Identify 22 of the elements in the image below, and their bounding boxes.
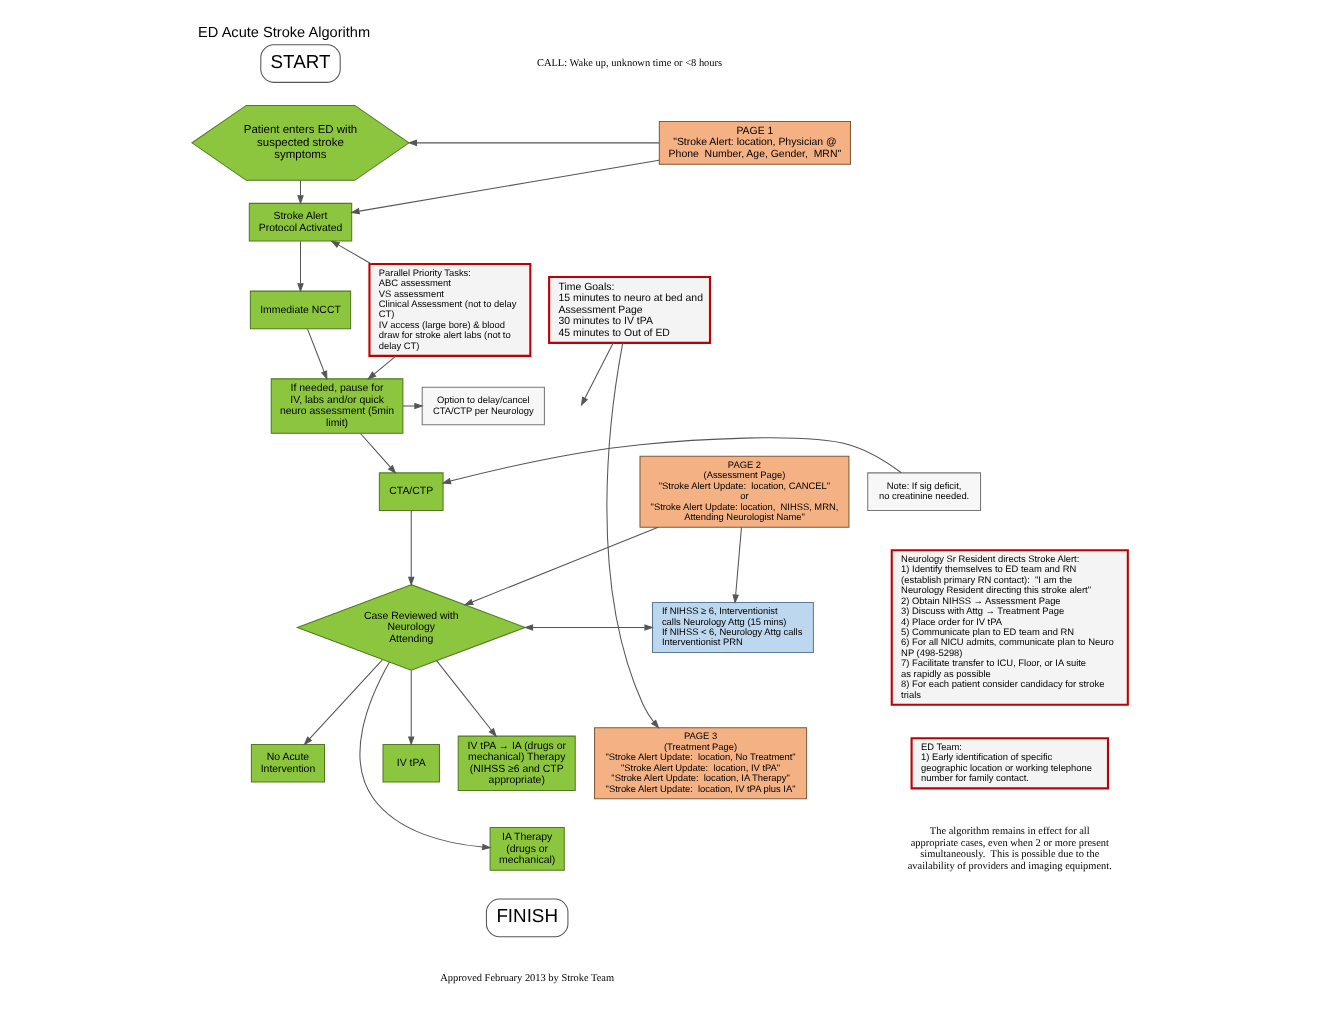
arrow xyxy=(307,328,328,381)
arrow xyxy=(407,669,415,746)
arrow xyxy=(606,342,660,729)
arrow xyxy=(441,437,902,485)
arrow xyxy=(436,660,497,738)
arrow xyxy=(360,433,397,474)
arrow xyxy=(297,240,304,293)
arrow xyxy=(402,402,424,410)
arrow xyxy=(303,659,383,746)
node-box: FINISH xyxy=(485,898,569,938)
arrow xyxy=(350,159,660,215)
arrow xyxy=(367,355,397,380)
arrow xyxy=(523,624,654,631)
arrow xyxy=(330,240,373,265)
arrow xyxy=(463,526,659,606)
arrow xyxy=(297,180,304,205)
arrow xyxy=(407,510,415,587)
arrow xyxy=(732,527,742,604)
arrow xyxy=(359,661,492,851)
node-box: START xyxy=(260,44,341,83)
arrow xyxy=(407,139,660,147)
arrow xyxy=(580,342,614,407)
